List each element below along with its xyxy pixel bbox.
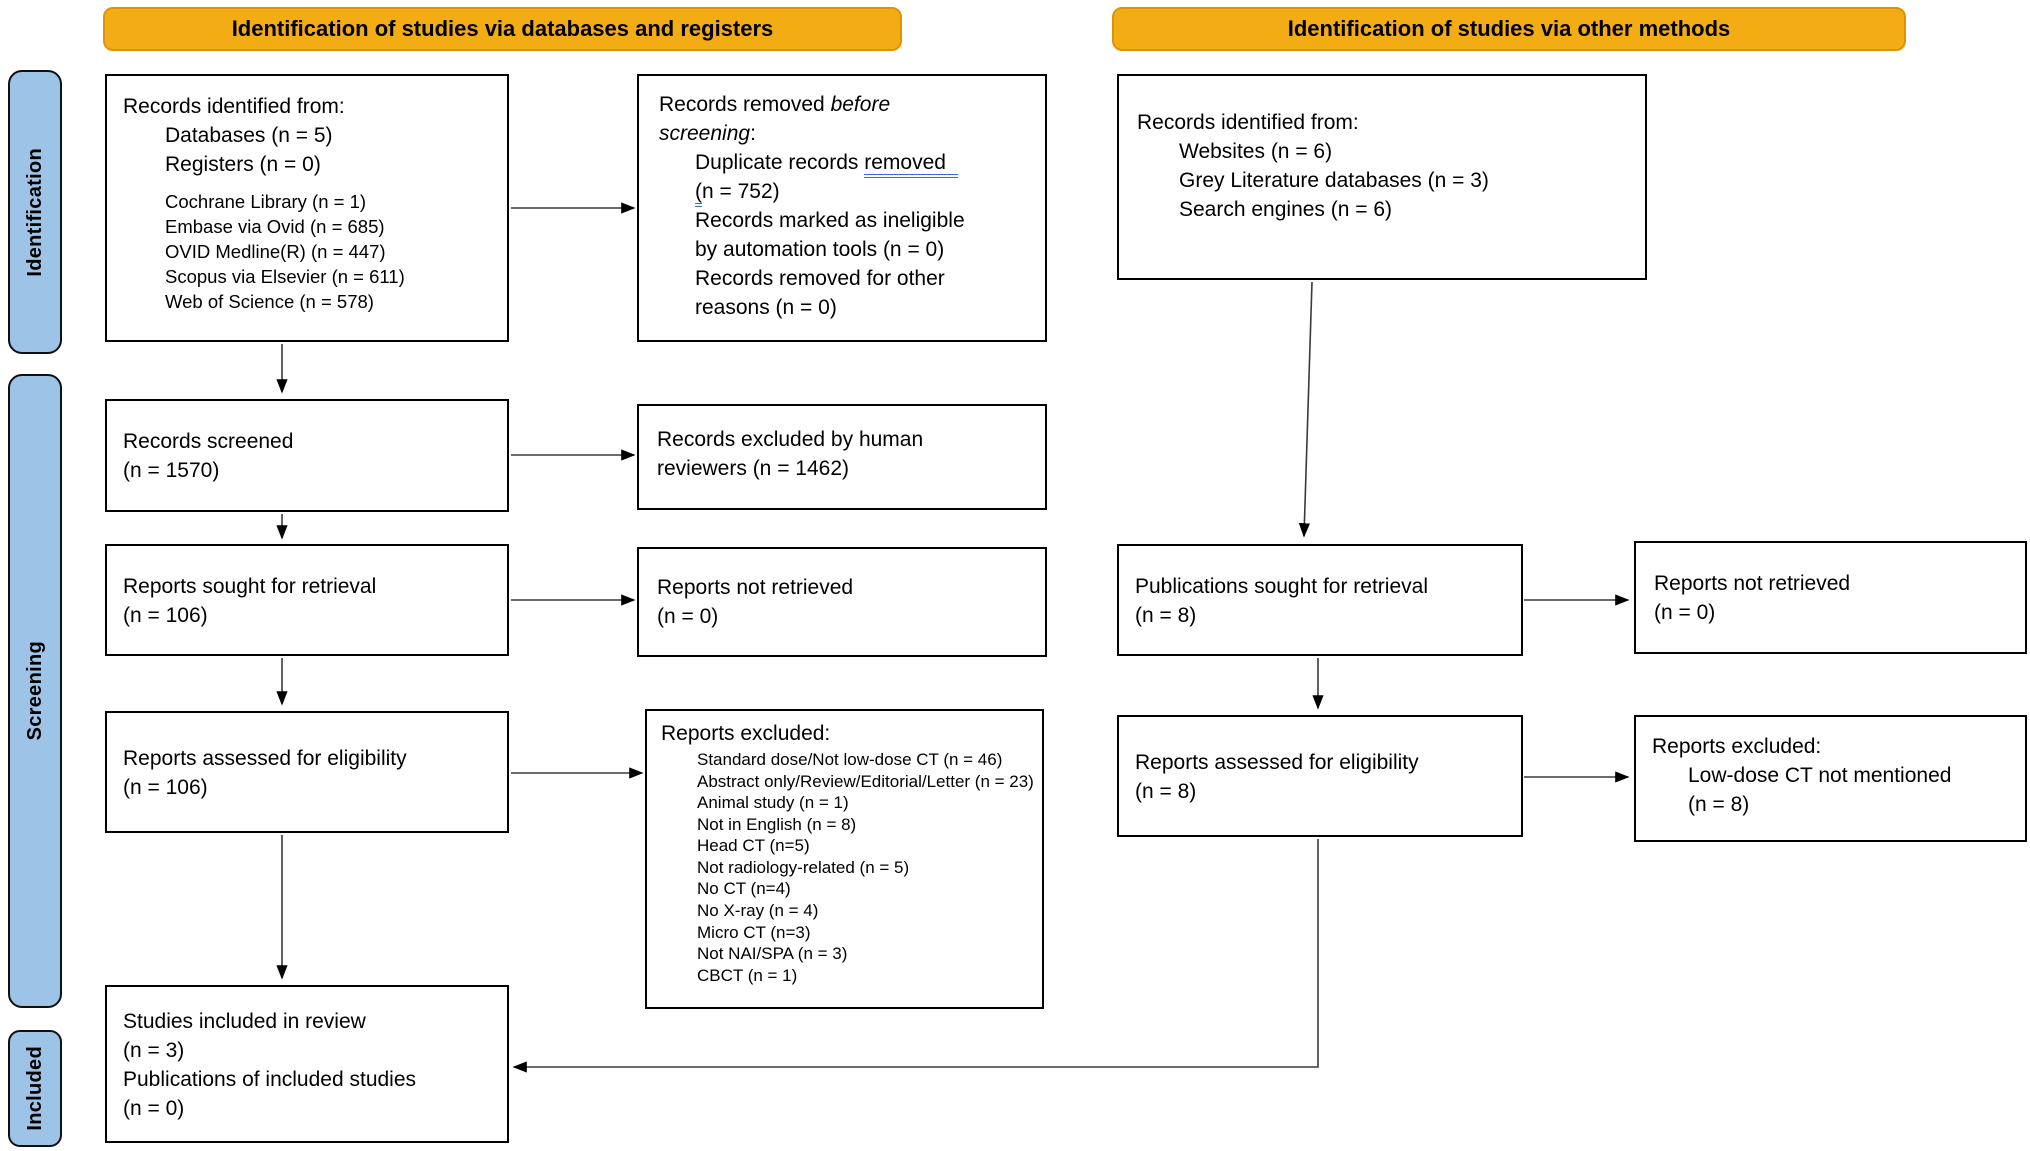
header-databases-registers: Identification of studies via databases … [103,7,902,51]
source-cochrane: Cochrane Library (n = 1) [165,190,367,212]
box-reports-assessed: Reports assessed for eligibility (n = 10… [105,711,509,833]
stage-ribbon-identification: Identification [8,70,62,354]
box-records-identified-databases: Records identified from: Databases (n = … [105,74,509,342]
reports-not-retrieved-count: (n = 0) [657,604,719,628]
excluded-reason: Standard dose/Not low-dose CT (n = 46) [697,749,1003,769]
other-reports-not-retrieved-line1: Reports not retrieved [1654,572,1851,595]
box-other-reports-not-retrieved: Reports not retrieved (n = 0) [1634,541,2027,654]
box-records-screened: Records screened (n = 1570) [105,399,509,512]
included-count2: (n = 0) [123,1096,185,1120]
header-other-methods-label: Identification of studies via other meth… [1287,16,1731,41]
arrow-other-identified-to-sought [1298,281,1313,538]
ineligible-line2: by automation tools (n = 0) [695,237,945,261]
records-identified-databases: Databases (n = 5) [165,123,333,147]
other-excluded-count: (n = 8) [1688,792,1750,816]
records-screened-count: (n = 1570) [123,458,220,482]
reports-not-retrieved-line1: Reports not retrieved [657,576,854,599]
records-identified-title: Records identified from: [123,95,345,118]
records-removed-title-line2: screening: [659,121,756,145]
spacer [123,180,499,190]
reports-sought-count: (n = 106) [123,603,208,627]
other-reports-excluded-title: Reports excluded: [1652,735,1822,758]
reports-sought-line1: Reports sought for retrieval [123,575,377,598]
stage-ribbon-screening: Screening [8,374,62,1008]
other-reports-not-retrieved-count: (n = 0) [1654,600,1716,624]
publications-sought-line1: Publications sought for retrieval [1135,575,1428,598]
other-source-search-engines: Search engines (n = 6) [1179,197,1393,221]
stage-ribbon-identification-label: Identification [23,147,46,277]
grammar-underline-paren: ( [695,179,702,207]
included-line2: Publications of included studies [123,1067,417,1091]
records-identified-registers: Registers (n = 0) [165,152,321,176]
box-reports-excluded: Reports excluded: Standard dose/Not low-… [645,709,1044,1009]
box-other-reports-excluded: Reports excluded: Low-dose CT not mentio… [1634,715,2027,842]
stage-ribbon-included-label: Included [23,1046,46,1131]
other-identified-title: Records identified from: [1137,111,1359,134]
excluded-reason: CBCT (n = 1) [697,965,798,985]
reports-assessed-count: (n = 106) [123,775,208,799]
box-studies-included: Studies included in review (n = 3) Publi… [105,985,509,1143]
box-reports-sought: Reports sought for retrieval (n = 106) [105,544,509,656]
excluded-reason: Abstract only/Review/Editorial/Letter (n… [697,771,1034,791]
other-reports-assessed-count: (n = 8) [1135,779,1197,803]
box-reports-not-retrieved: Reports not retrieved (n = 0) [637,547,1047,657]
reports-assessed-line1: Reports assessed for eligibility [123,747,407,770]
excluded-reason: Animal study (n = 1) [697,793,849,813]
source-web-of-science: Web of Science (n = 578) [165,290,374,312]
other-reports-assessed-line1: Reports assessed for eligibility [1135,751,1419,774]
other-source-grey-literature: Grey Literature databases (n = 3) [1179,168,1489,192]
reports-excluded-title: Reports excluded: [661,722,831,745]
stage-ribbon-included: Included [8,1030,62,1147]
included-line1: Studies included in review [123,1010,366,1033]
duplicate-records-line2: (n = 752) [695,178,1035,207]
records-excluded-human-text: Records excluded by human reviewers (n =… [657,428,924,480]
grammar-underline: removed [864,150,958,178]
excluded-reason: No X-ray (n = 4) [697,901,819,921]
excluded-reason: Not NAI/SPA (n = 3) [697,944,848,964]
other-reasons-line2: reasons (n = 0) [695,295,837,319]
header-other-methods: Identification of studies via other meth… [1112,7,1906,51]
header-databases-registers-label: Identification of studies via databases … [231,16,774,41]
box-publications-sought: Publications sought for retrieval (n = 8… [1117,544,1523,656]
other-excluded-reason: Low-dose CT not mentioned [1688,763,1952,787]
records-removed-title-line1: Records removed before [659,93,891,116]
excluded-reason: Micro CT (n=3) [697,922,811,942]
box-records-excluded-human: Records excluded by human reviewers (n =… [637,404,1047,510]
ineligible-line1: Records marked as ineligible [695,208,965,232]
excluded-reason: Not in English (n = 8) [697,814,857,834]
records-screened-line1: Records screened [123,430,294,453]
included-count1: (n = 3) [123,1038,185,1062]
other-reasons-line1: Records removed for other [695,266,945,290]
source-scopus: Scopus via Elsevier (n = 611) [165,265,405,287]
excluded-reason: No CT (n=4) [697,879,791,899]
stage-ribbon-screening-label: Screening [23,641,46,741]
source-embase: Embase via Ovid (n = 685) [165,215,385,237]
other-source-websites: Websites (n = 6) [1179,139,1333,163]
excluded-reason: Head CT (n=5) [697,836,810,856]
source-ovid-medline: OVID Medline(R) (n = 447) [165,240,386,262]
excluded-reason: Not radiology-related (n = 5) [697,857,910,877]
box-other-reports-assessed: Reports assessed for eligibility (n = 8) [1117,715,1523,837]
box-records-identified-other: Records identified from: Websites (n = 6… [1117,74,1647,280]
duplicate-records-line1: Duplicate records removed [695,149,1035,178]
box-records-removed: Records removed before screening: Duplic… [637,74,1047,342]
publications-sought-count: (n = 8) [1135,603,1197,627]
